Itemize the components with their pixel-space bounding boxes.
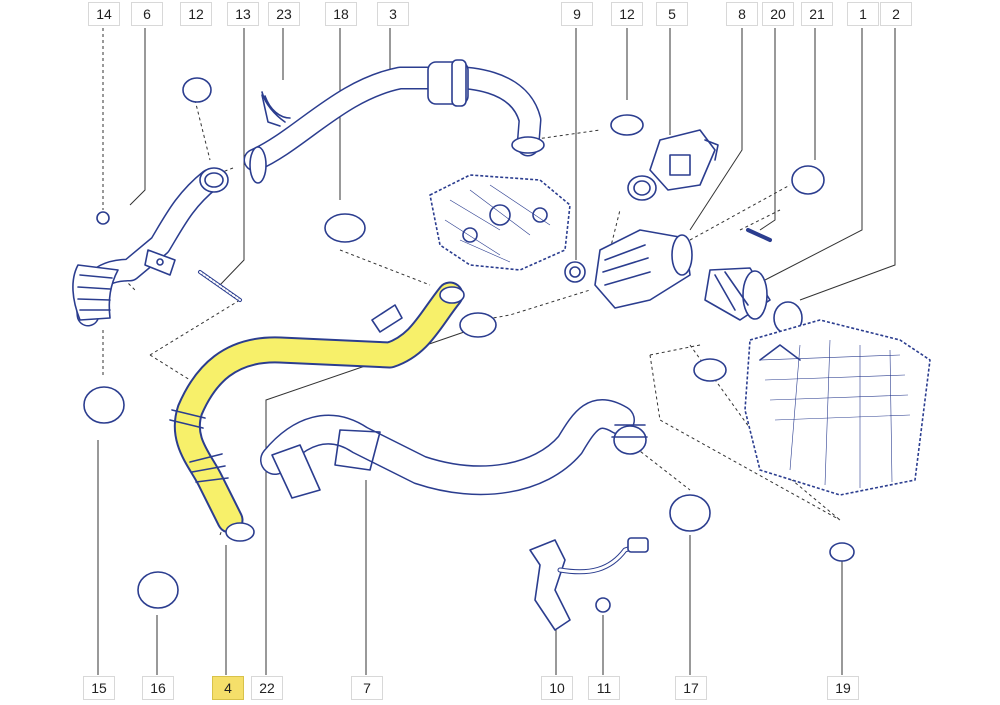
part-5-throttle-body <box>627 129 719 201</box>
label-8: 8 <box>726 2 758 26</box>
label-10: 10 <box>541 676 573 700</box>
label-4-highlighted: 4 <box>212 676 244 700</box>
clamp-12a <box>182 77 212 103</box>
part-7-lower-duct <box>260 399 648 499</box>
label-21: 21 <box>801 2 833 26</box>
clamp-15 <box>83 386 125 424</box>
nut-11 <box>595 597 611 613</box>
bolt-20 <box>746 228 772 242</box>
engine-block <box>429 174 571 271</box>
label-23: 23 <box>268 2 300 26</box>
grommet-19 <box>829 542 855 562</box>
label-16: 16 <box>142 676 174 700</box>
part-4-highlighted-hose <box>169 281 465 542</box>
label-12a: 12 <box>180 2 212 26</box>
label-13: 13 <box>227 2 259 26</box>
leader-lines-solid <box>97 28 896 675</box>
label-9: 9 <box>561 2 593 26</box>
label-7: 7 <box>351 676 383 700</box>
part-8-coupler <box>564 229 693 309</box>
label-11: 11 <box>588 676 620 700</box>
label-14: 14 <box>88 2 120 26</box>
clamp-21 <box>791 165 825 195</box>
label-17: 17 <box>675 676 707 700</box>
label-22: 22 <box>251 676 283 700</box>
label-5: 5 <box>656 2 688 26</box>
label-18: 18 <box>325 2 357 26</box>
part-10-pipe-assembly <box>529 537 649 631</box>
part-3-upper-pipe <box>243 59 545 184</box>
label-20: 20 <box>762 2 794 26</box>
part-1-sleeve <box>704 267 771 321</box>
label-1: 1 <box>847 2 879 26</box>
small-parts <box>83 77 855 613</box>
label-12b: 12 <box>611 2 643 26</box>
clamp-16 <box>137 571 179 609</box>
label-2: 2 <box>880 2 912 26</box>
label-3: 3 <box>377 2 409 26</box>
nut-14 <box>96 211 110 225</box>
clip-23 <box>261 94 281 127</box>
label-15: 15 <box>83 676 115 700</box>
label-19: 19 <box>827 676 859 700</box>
clamp-22 <box>459 312 497 338</box>
clamp-12b <box>610 114 644 136</box>
part-6-left-pipe <box>72 167 229 327</box>
clamp-17 <box>669 494 711 532</box>
label-6: 6 <box>131 2 163 26</box>
air-filter-box <box>693 319 931 496</box>
clamp-18 <box>324 213 366 243</box>
